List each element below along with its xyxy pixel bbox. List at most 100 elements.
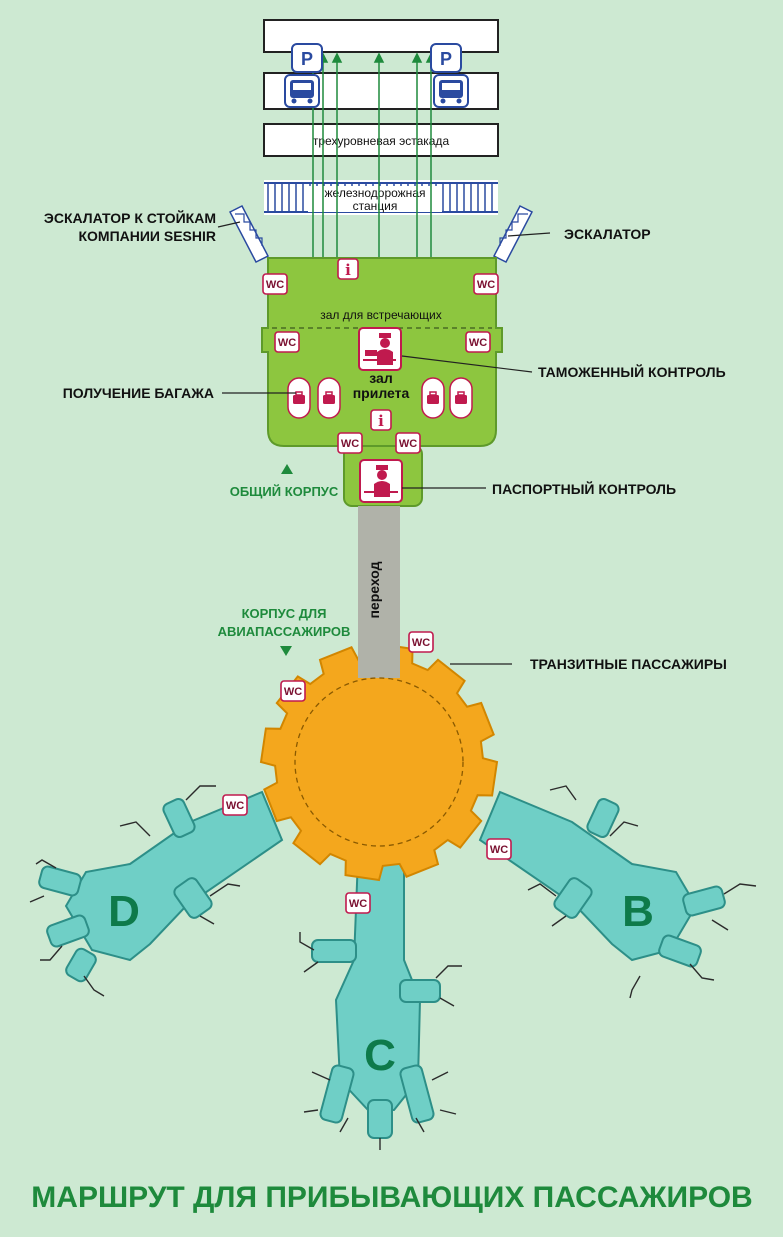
baggage-carousels <box>287 377 473 419</box>
customs-label: ТАМОЖЕННЫЙ КОНТРОЛЬ <box>538 363 726 380</box>
parking-letter-left: P <box>301 49 313 69</box>
gate-jetway <box>303 961 319 973</box>
baggage-label: ПОЛУЧЕНИЕ БАГАЖА <box>63 385 214 401</box>
wc-label: WC <box>477 279 495 291</box>
passage-hub-gap <box>358 640 400 678</box>
info-icon-bottom: i <box>370 409 392 431</box>
gate-jetway <box>83 975 105 997</box>
wc-label: WC <box>412 637 430 649</box>
railway-station-line2: станция <box>353 199 398 213</box>
escalator-right-label: ЭСКАЛАТОР <box>564 226 651 242</box>
gate-jetway <box>199 915 215 925</box>
gate-jetway <box>303 1109 319 1113</box>
parking-icon-right: P <box>430 43 462 73</box>
wc-label: WC <box>490 844 508 856</box>
wc-label: WC <box>469 337 487 349</box>
meeting-hall-label: зал для встречающих <box>320 308 442 322</box>
gate-jetway <box>723 883 757 895</box>
suitcase-icon <box>455 391 467 404</box>
map-title: МАРШРУТ ДЛЯ ПРИБЫВАЮЩИХ ПАССАЖИРОВ <box>31 1181 752 1214</box>
gate-jetway <box>185 785 216 801</box>
escalator-left-label-1: ЭСКАЛАТОР К СТОЙКАМ <box>44 209 216 226</box>
gate-jetway <box>549 785 577 801</box>
wc-icon: WC <box>280 680 306 702</box>
baggage-carousel <box>449 377 473 419</box>
wc-label: WC <box>341 438 359 450</box>
central-hub <box>259 642 499 882</box>
concourse-b: B <box>478 790 726 968</box>
gate-jetway <box>209 883 241 897</box>
arrival-hall-label-2: прилета <box>353 385 410 401</box>
gate-jetway <box>415 1117 425 1133</box>
railway-station-line1: железнодорожная <box>325 186 426 200</box>
wc-icon: WC <box>395 432 421 454</box>
leader-lines <box>217 221 551 665</box>
passenger-building-label-1: КОРПУС ДЛЯ <box>242 606 327 621</box>
customs-officer-icon <box>358 327 402 371</box>
wc-icon: WC <box>262 273 288 295</box>
gate-jetway <box>29 895 45 903</box>
overpass-label: трехуровневая эстакада <box>313 134 450 148</box>
parking-icon-left: P <box>291 43 323 73</box>
wc-label: WC <box>226 800 244 812</box>
gate-jetway <box>439 997 455 1007</box>
wc-icon: WC <box>337 432 363 454</box>
wc-label: WC <box>278 337 296 349</box>
gate-jetway <box>35 859 57 869</box>
wc-badges: WC WC WC WC WC WC WC WC WC WC WC <box>222 273 512 914</box>
gate-jetways <box>29 785 757 1150</box>
railway-station: железнодорожная станция <box>264 180 498 215</box>
escalator-left <box>228 204 270 264</box>
gate-jetway <box>119 821 151 837</box>
info-icon-top: i <box>337 258 359 280</box>
gate-jetway <box>527 883 557 897</box>
wc-icon: WC <box>345 892 371 914</box>
gate-jetway <box>689 963 715 981</box>
wc-icon: WC <box>408 631 434 653</box>
central-hub-ring <box>294 677 464 847</box>
wc-icon: WC <box>465 331 491 353</box>
baggage-carousel <box>287 377 311 419</box>
passenger-building-marker: КОРПУС ДЛЯ АВИАПАССАЖИРОВ <box>218 606 351 656</box>
info-letter-bottom: i <box>378 412 384 430</box>
baggage-carousel <box>317 377 341 419</box>
wc-icon: WC <box>486 838 512 860</box>
gate-jetway <box>339 1117 349 1133</box>
gate-jetway <box>609 821 639 837</box>
concourse-b-letter: B <box>622 887 654 936</box>
wc-label: WC <box>399 438 417 450</box>
concourse-d: D <box>38 790 284 983</box>
passage-label: переход <box>366 561 382 618</box>
gate-jetway <box>551 915 567 927</box>
gate-jetway <box>311 1071 331 1081</box>
gate-jetway <box>629 975 641 999</box>
gate-jetway <box>435 965 462 979</box>
suitcase-icon <box>427 391 439 404</box>
wc-label: WC <box>266 279 284 291</box>
info-letter-top: i <box>345 261 351 279</box>
arrival-hall-label-1: зал <box>369 370 392 386</box>
passenger-building-label-2: АВИАПАССАЖИРОВ <box>218 624 351 639</box>
concourse-c-letter: C <box>364 1031 396 1080</box>
gate-jetway <box>439 1109 457 1115</box>
suitcase-icon <box>323 391 335 404</box>
passport-label: ПАСПОРТНЫЙ КОНТРОЛЬ <box>492 480 676 497</box>
escalator-right <box>492 204 534 264</box>
wc-label: WC <box>349 898 367 910</box>
bus-icon-right <box>433 74 469 108</box>
main-building-marker: ОБЩИЙ КОРПУС <box>230 464 339 499</box>
parking-letter-right: P <box>440 49 452 69</box>
wc-icon: WC <box>274 331 300 353</box>
wc-icon: WC <box>222 794 248 816</box>
wc-label: WC <box>284 686 302 698</box>
main-building-label: ОБЩИЙ КОРПУС <box>230 484 339 499</box>
gate-jetway <box>299 932 315 951</box>
wc-icon: WC <box>473 273 499 295</box>
bus-icon-left <box>284 74 320 108</box>
concourse-d-letter: D <box>108 887 140 936</box>
gate-jetway <box>431 1071 449 1081</box>
gate-jetway <box>40 945 63 961</box>
transit-label: ТРАНЗИТНЫЕ ПАССАЖИРЫ <box>530 656 727 672</box>
escalator-left-label-2: КОМПАНИИ SESHIR <box>78 228 216 244</box>
